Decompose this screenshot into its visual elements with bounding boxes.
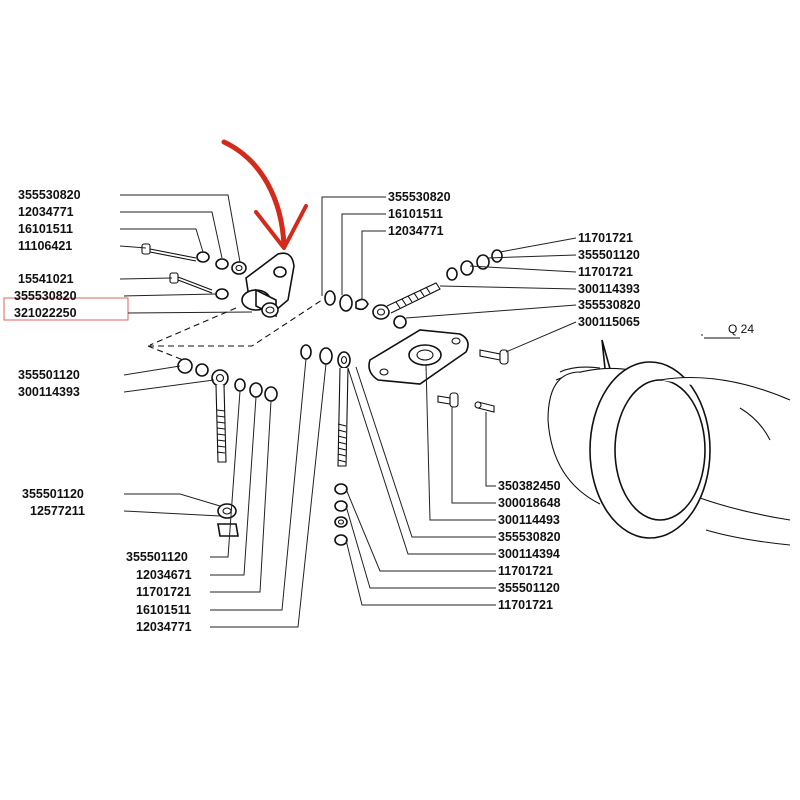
part-number-label: 11701721	[578, 231, 633, 245]
right-top-fasteners	[446, 249, 503, 281]
part-number-label: 355530820	[14, 289, 77, 303]
part-number-label: 16101511	[388, 207, 443, 221]
plate-bolts	[437, 349, 509, 413]
part-number-label: 300114393	[18, 385, 80, 399]
labels-left-mid: 355501120 300114393 355501120 12577211	[18, 368, 85, 518]
part-number-label: 12034671	[136, 568, 192, 582]
part-number-label: 11106421	[18, 239, 72, 253]
part-number-label: 12577211	[30, 504, 85, 518]
labels-top-center: 355530820 16101511 12034771	[388, 190, 451, 238]
left-top-fasteners	[141, 243, 247, 300]
bolt-15541021	[169, 272, 213, 294]
bolt-11106421	[141, 243, 197, 262]
part-number-label: 355501120	[498, 581, 560, 595]
pipe-flange-q24	[547, 337, 791, 546]
labels-left-top: 355530820 12034771 16101511 11106421 155…	[14, 188, 81, 320]
highlight-box	[3, 297, 129, 321]
part-number-label: 11701721	[136, 585, 191, 599]
part-number-label: 355501120	[18, 368, 80, 382]
top-center-parts	[324, 282, 441, 329]
part-number-label: 300114393	[578, 282, 640, 296]
part-number-label: 355530820	[388, 190, 451, 204]
part-number-label: 300018648	[498, 496, 561, 510]
part-number-label: 300114493	[498, 513, 560, 527]
lower-left-nut	[217, 503, 239, 537]
highlighted-part-label: 321022250	[14, 306, 77, 320]
part-number-label: 12034771	[136, 620, 192, 634]
part-number-label: 300115065	[578, 315, 640, 329]
part-number-label: 355501120	[22, 487, 84, 501]
part-number-label: 355530820	[18, 188, 81, 202]
part-number-label: 12034771	[18, 205, 74, 219]
part-number-label: 11701721	[498, 598, 553, 612]
bracket-321022250	[241, 252, 295, 318]
reference-label: Q 24	[728, 322, 754, 336]
part-number-label: 16101511	[136, 603, 191, 617]
red-pointer-arrow	[221, 139, 308, 250]
mounting-plate	[368, 329, 469, 385]
part-number-label: 300114394	[498, 547, 560, 561]
part-number-label: 12034771	[388, 224, 444, 238]
part-number-label: 355501120	[578, 248, 640, 262]
part-number-label: 355530820	[498, 530, 561, 544]
labels-right-top: 11701721 355501120 11701721 300114393 35…	[578, 231, 754, 336]
part-number-label: 16101511	[18, 222, 73, 236]
part-number-label: 355530820	[578, 298, 641, 312]
labels-bottom-left: 355501120 12034671 11701721 16101511 120…	[126, 550, 192, 634]
dashed-assembly-lines	[147, 299, 323, 363]
leader-lines	[119, 194, 703, 628]
part-number-label: 11701721	[578, 265, 633, 279]
middle-column-parts	[300, 344, 351, 546]
eye-rod-300114393	[372, 282, 441, 320]
left-middle-parts	[177, 358, 278, 463]
part-number-label: 11701721	[498, 564, 553, 578]
part-number-label: 15541021	[18, 272, 74, 286]
labels-right-bottom: 350382450 300018648 300114493 355530820 …	[498, 479, 561, 612]
part-number-label: 350382450	[498, 479, 561, 493]
part-number-label: 355501120	[126, 550, 188, 564]
